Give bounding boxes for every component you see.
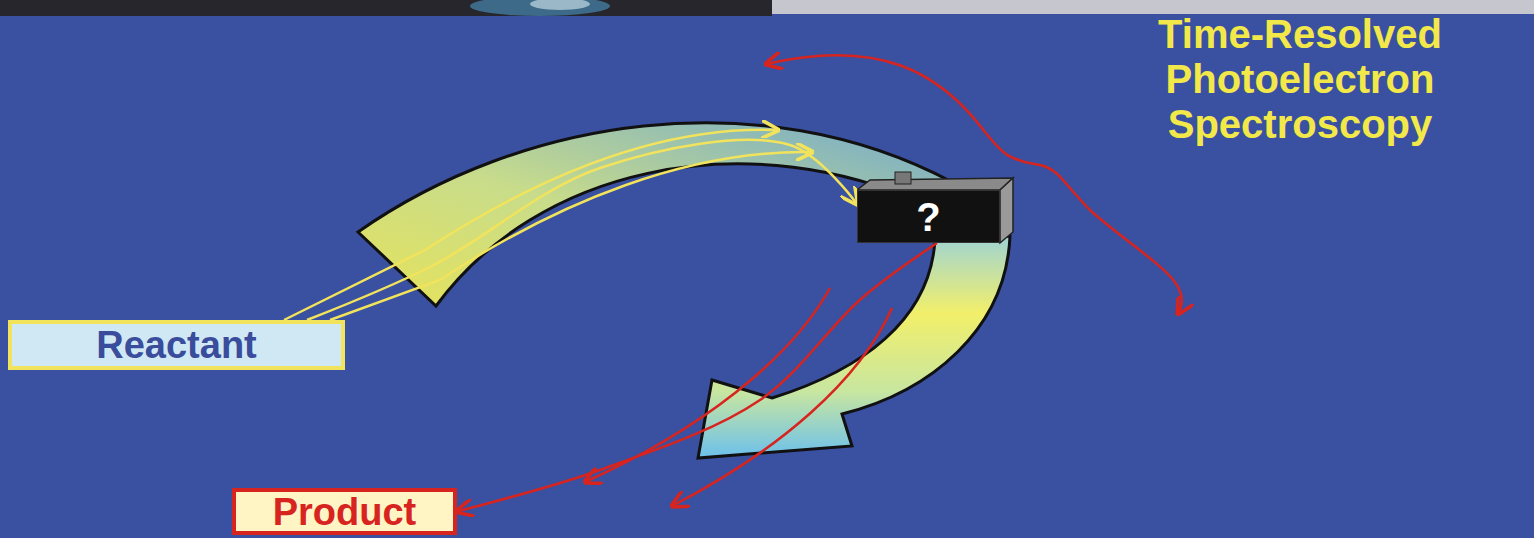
box-top-face: [857, 178, 1013, 190]
bracket-arm: [766, 55, 1040, 165]
box-side-face: [1000, 178, 1013, 243]
node-text: Product: [273, 493, 417, 531]
yellow-strand: [330, 152, 812, 320]
product-box: Product: [232, 488, 457, 535]
photo-detail: [530, 0, 590, 10]
bracket-arm: [1040, 165, 1182, 314]
photo-detail: [470, 0, 610, 16]
reactant-box: Reactant: [8, 320, 345, 370]
mystery-box: ?: [857, 190, 1000, 243]
photo-strip: [0, 0, 772, 16]
reaction-connector: [307, 140, 857, 320]
gray-strip: [772, 0, 1534, 14]
red-strand: [672, 308, 892, 506]
node-text: Reactant: [96, 326, 257, 364]
reaction-arrow: [698, 236, 1010, 458]
reaction-connector: [457, 243, 937, 512]
technique-label: Time-Resolved Photoelectron Spectroscopy: [1125, 12, 1475, 147]
red-strand: [585, 288, 830, 482]
box-notch: [895, 172, 911, 184]
node-text: ?: [916, 197, 940, 237]
